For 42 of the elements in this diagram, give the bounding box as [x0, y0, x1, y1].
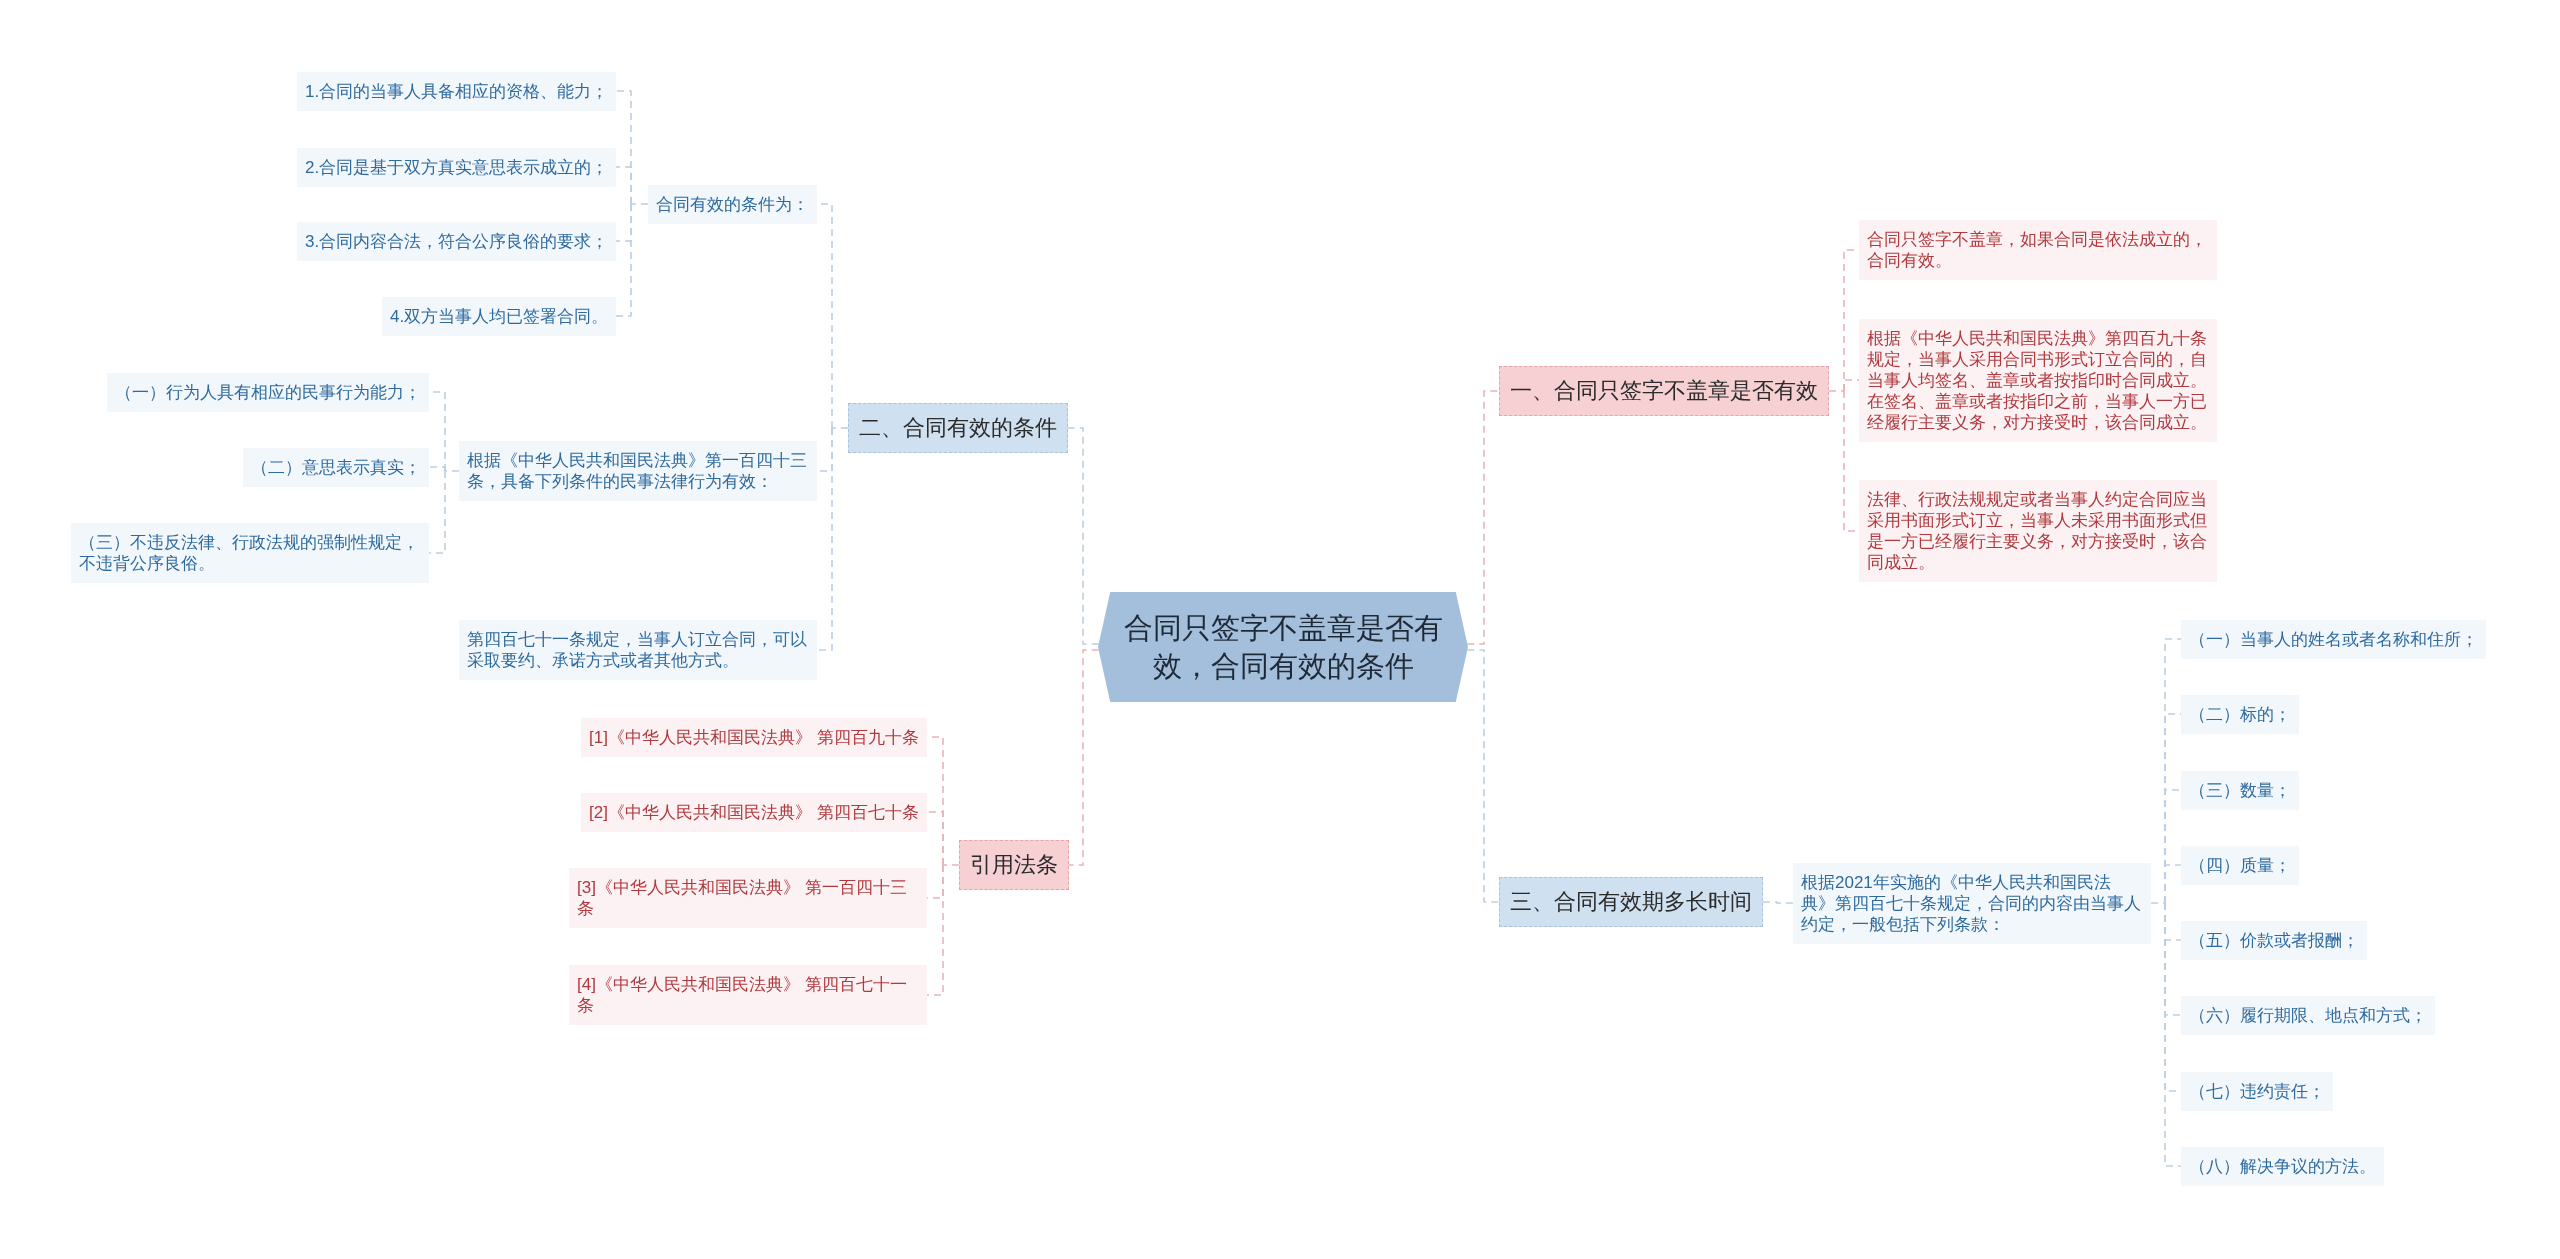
- detail-note: （六）履行期限、地点和方式；: [2181, 995, 2435, 1035]
- detail-note: 4.双方当事人均已签署合同。: [382, 296, 617, 336]
- detail-note: 2.合同是基于双方真实意思表示成立的；: [297, 147, 617, 187]
- connector-line: [1068, 649, 1100, 866]
- citation-note: 合同只签字不盖章，如果合同是依法成立的，合同有效。: [1859, 220, 2217, 280]
- detail-note: 根据《中华人民共和国民法典》第一百四十三条，具备下列条件的民事法律行为有效：: [459, 441, 817, 501]
- detail-note: 3.合同内容合法，符合公序良俗的要求；: [297, 221, 617, 261]
- detail-note: （三）不违反法律、行政法规的强制性规定，不违背公序良俗。: [71, 523, 429, 583]
- citation-note: 根据《中华人民共和国民法典》第四百九十条规定，当事人采用合同书形式订立合同的，自当事人均签名、盖章或者按指印时合同成立。在签名、盖章或者按指印之前，当事人一方已经履行主要义务，对方接受时，该合同成立。: [1859, 318, 2217, 442]
- detail-note: 1.合同的当事人具备相应的资格、能力；: [297, 71, 617, 111]
- citation-note: [2]《中华人民共和国民法典》 第四百七十条: [581, 792, 927, 832]
- detail-note: （三）数量；: [2181, 770, 2299, 810]
- detail-note: （五）价款或者报酬；: [2181, 920, 2367, 960]
- detail-note: （一）当事人的姓名或者名称和住所；: [2181, 619, 2486, 659]
- branch-topic: 三、合同有效期多长时间: [1499, 877, 1763, 927]
- detail-note: （七）违约责任；: [2181, 1071, 2333, 1111]
- citation-note: [3]《中华人民共和国民法典》 第一百四十三条: [569, 868, 927, 928]
- connector-line: [615, 90, 649, 317]
- connector-line: [1466, 390, 1500, 645]
- connector-line: [1762, 901, 1794, 904]
- central-topic: 合同只签字不盖章是否有效，合同有效的条件: [1098, 592, 1468, 702]
- connector-line: [1466, 649, 1500, 903]
- connector-line: [1828, 249, 1860, 532]
- connector-line: [428, 391, 460, 554]
- citation-note: [4]《中华人民共和国民法典》 第四百七十一条: [569, 965, 927, 1025]
- detail-note: 根据2021年实施的《中华人民共和国民法典》第四百七十条规定，合同的内容由当事人约定，一般包括下列条款：: [1793, 862, 2151, 944]
- detail-note: （二）意思表示真实；: [243, 447, 429, 487]
- citation-note: [1]《中华人民共和国民法典》 第四百九十条: [581, 717, 927, 757]
- branch-topic: 一、合同只签字不盖章是否有效: [1499, 366, 1829, 416]
- citation-note: 法律、行政法规规定或者当事人约定合同应当采用书面形式订立，当事人未采用书面形式但是一方已经履行主要义务，对方接受时，该合同成立。: [1859, 480, 2217, 582]
- detail-note: （一）行为人具有相应的民事行为能力；: [107, 372, 429, 412]
- detail-note: （二）标的；: [2181, 694, 2299, 734]
- branch-topic: 引用法条: [959, 840, 1069, 890]
- connector-line: [926, 736, 960, 996]
- detail-note: 第四百七十一条规定，当事人订立合同，可以采取要约、承诺方式或者其他方式。: [459, 620, 817, 680]
- detail-note: （四）质量；: [2181, 845, 2299, 885]
- connector-line: [2150, 638, 2182, 1167]
- branch-topic: 二、合同有效的条件: [848, 403, 1068, 453]
- connector-line: [1067, 427, 1100, 645]
- detail-note: （八）解决争议的方法。: [2181, 1146, 2384, 1186]
- connector-line: [816, 203, 849, 651]
- detail-note: 合同有效的条件为：: [648, 184, 817, 224]
